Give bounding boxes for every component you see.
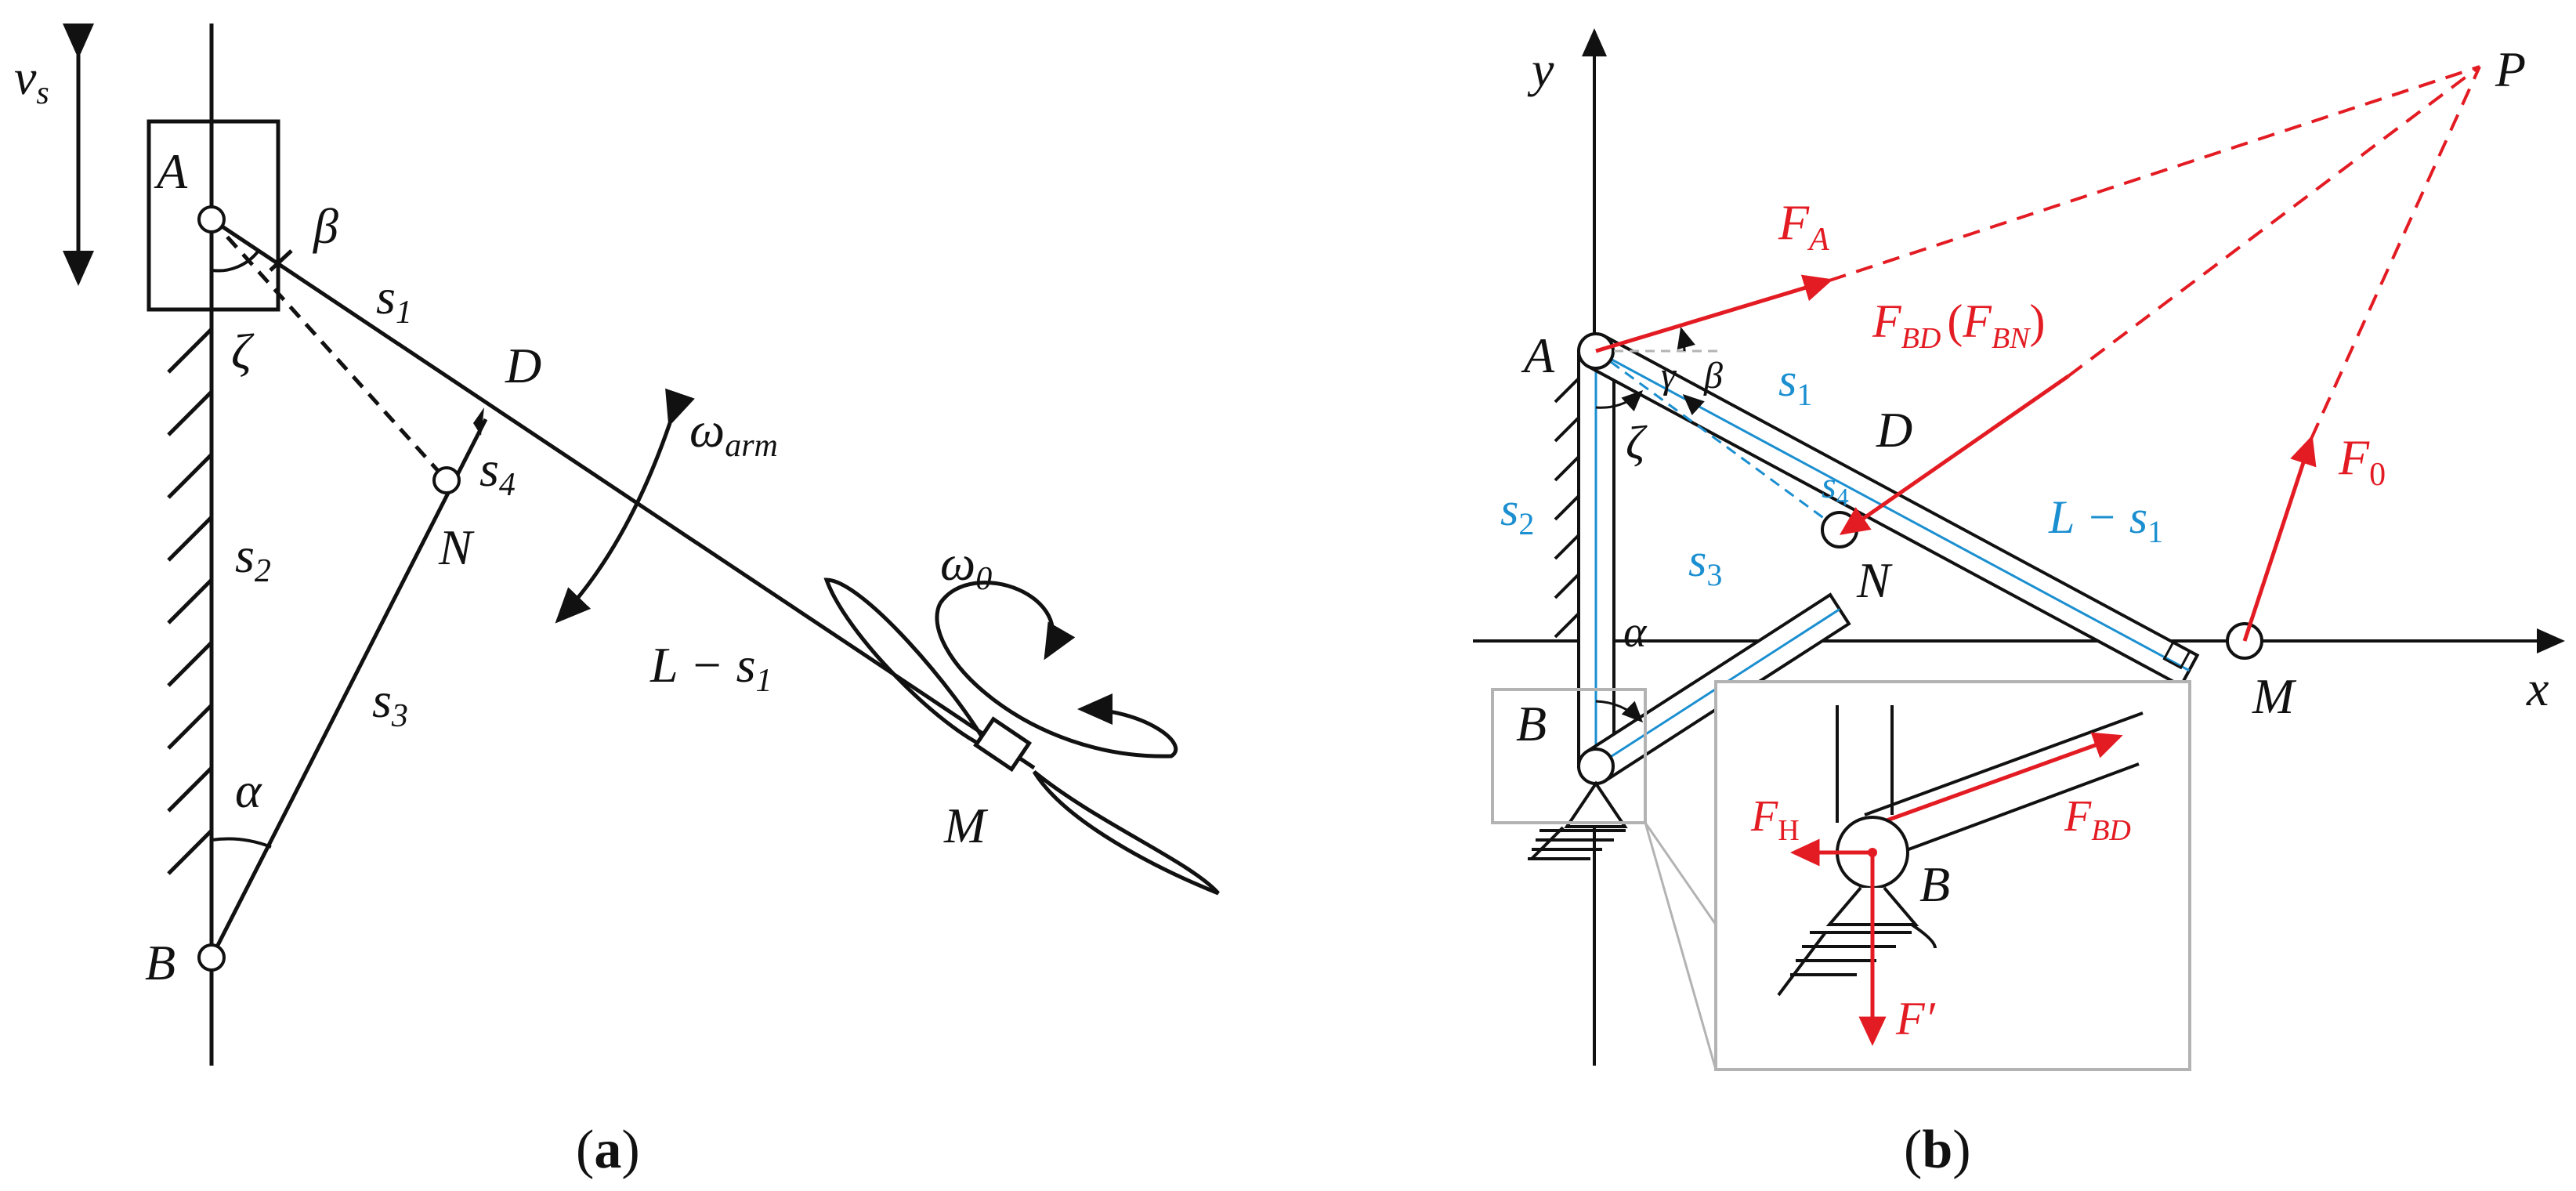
omega-arm-label: ωarm — [689, 402, 778, 464]
inset-pin-dot — [1868, 848, 1877, 857]
force-FBD — [1839, 374, 2070, 535]
s3-label: s3 — [372, 672, 408, 734]
FBD-label: FBD(FBN) — [1872, 295, 2046, 355]
zeta-arc — [211, 249, 260, 273]
dashed-AN — [210, 218, 448, 482]
inset-box — [1714, 680, 2191, 1071]
inset-FH-label: FH — [1750, 792, 1800, 847]
pin-N-b — [1821, 511, 1858, 548]
s1-label-b: s1 — [1778, 354, 1812, 412]
inset-connector-top — [1644, 822, 1717, 925]
pin-B-b — [1577, 748, 1615, 785]
inset-source-box — [1491, 688, 1647, 824]
alpha-label: α — [235, 762, 262, 818]
caption-b: (b) — [1904, 1120, 1971, 1180]
force-FBD-dashed — [2067, 65, 2481, 378]
inset-FBD-label: FBD — [2064, 792, 2131, 847]
L-minus-s1-label-b: L − s1 — [2048, 491, 2163, 549]
N-label: N — [438, 519, 475, 575]
omega0-arrow-top — [938, 581, 1076, 661]
N-label-b: N — [1856, 552, 1893, 608]
inset-connector-bottom — [1644, 822, 1717, 1070]
s4-label: s4 — [479, 441, 516, 503]
force-F0-dashed — [2310, 66, 2481, 440]
alpha-label-b: α — [1623, 608, 1648, 657]
caption-a: (a) — [576, 1120, 640, 1180]
alpha-arc-b — [1595, 700, 1644, 723]
beta-label: β — [312, 198, 338, 254]
zeta-label-b: ζ — [1626, 417, 1648, 469]
omega0-arrow-bottom — [935, 602, 1178, 758]
propeller-blade-lower — [1032, 770, 1220, 896]
FA-label: FA — [1778, 194, 1829, 258]
zeta-arc-b — [1595, 389, 1644, 412]
propeller-hub — [973, 716, 1033, 773]
slider-block — [147, 119, 280, 312]
beta-label-b: β — [1703, 355, 1723, 396]
gamma-arc — [1677, 327, 1695, 352]
D-label: D — [505, 338, 541, 393]
F0-label: F0 — [2338, 429, 2386, 493]
omega-arm-arrow — [555, 388, 695, 624]
zeta-label: ζ — [231, 324, 255, 379]
s2-label-b: s2 — [1500, 483, 1534, 541]
M-label: M — [943, 798, 989, 853]
s1-label: s1 — [376, 269, 412, 331]
wall-hatching — [167, 328, 213, 875]
D-label-b: D — [1876, 402, 1912, 458]
d-marker — [473, 407, 484, 436]
force-F0 — [2242, 435, 2317, 642]
A-label-b: A — [1521, 328, 1555, 383]
s3-label-b: s3 — [1688, 534, 1722, 592]
omega0-label: ω0 — [940, 535, 992, 597]
s4-label-b: s4 — [1822, 465, 1849, 511]
B-label: B — [145, 935, 175, 990]
dashed-AN-b — [1595, 349, 1840, 531]
force-FA — [1595, 274, 1833, 353]
s2-label: s2 — [235, 527, 271, 589]
y-axis-label: y — [1527, 42, 1554, 97]
vs-label: vs — [14, 49, 49, 111]
x-axis-label: x — [2526, 661, 2549, 716]
pin-B — [197, 943, 226, 972]
pin-N — [432, 466, 461, 494]
beta-tick — [269, 249, 293, 272]
gamma-label: γ — [1661, 355, 1677, 396]
alpha-arc — [211, 837, 272, 849]
P-label: P — [2495, 42, 2526, 97]
panel-b: y x P FA γ A FBD(FBN) β s1 D ζ s4 L − s1… — [1473, 28, 2565, 1180]
inset-Fprime-label: F′ — [1895, 993, 1936, 1044]
M-label-b: M — [2252, 668, 2297, 724]
beta-arc — [1682, 393, 1705, 416]
L-minus-s1-label: L − s1 — [649, 637, 772, 699]
A-label: A — [154, 143, 188, 199]
arm-line — [210, 217, 1036, 770]
pin-A — [197, 205, 226, 233]
B-label-b: B — [1516, 696, 1547, 751]
panel-a: vs A β ζ s1 D ωarm s4 N s2 ω0 L − s1 s3 … — [14, 24, 1220, 1180]
link-BN — [209, 418, 488, 959]
inset-B-label: B — [1919, 856, 1950, 912]
wall-hatching-b — [1554, 375, 1583, 639]
support-B — [1528, 780, 1628, 860]
force-FA-dashed — [1829, 65, 2480, 282]
